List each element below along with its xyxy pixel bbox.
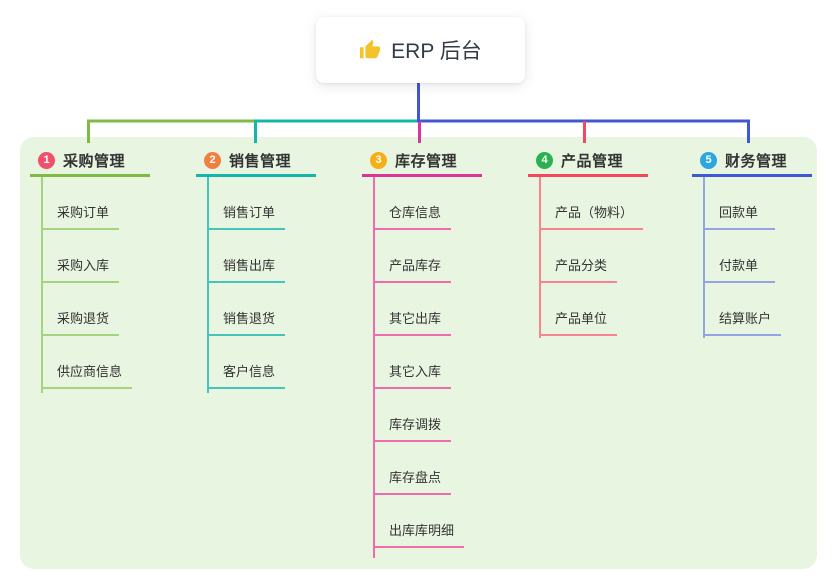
child-node[interactable]: 销售退货 bbox=[207, 283, 286, 336]
branch-title-node[interactable]: 2 销售管理 bbox=[196, 146, 316, 177]
branch-children: 仓库信息产品库存其它出库其它入库库存调拨库存盘点出库库明细 bbox=[362, 177, 492, 558]
child-node[interactable]: 销售出库 bbox=[207, 230, 286, 283]
branch-number-badge: 5 bbox=[700, 151, 717, 169]
child-node[interactable]: 采购入库 bbox=[41, 230, 120, 283]
thumbs-up-icon bbox=[359, 39, 381, 61]
child-node[interactable]: 结算账户 bbox=[703, 283, 782, 336]
child-node[interactable]: 回款单 bbox=[703, 177, 775, 230]
branch-title-node[interactable]: 5 财务管理 bbox=[692, 146, 812, 177]
branch: 3 库存管理 仓库信息产品库存其它出库其它入库库存调拨库存盘点出库库明细 bbox=[362, 146, 492, 558]
children-spine-line bbox=[703, 177, 705, 338]
child-node[interactable]: 采购退货 bbox=[41, 283, 120, 336]
root-node[interactable]: ERP 后台 bbox=[316, 17, 525, 83]
child-node[interactable]: 仓库信息 bbox=[373, 177, 452, 230]
children-spine-line bbox=[41, 177, 43, 393]
branch-children: 回款单付款单结算账户 bbox=[692, 177, 822, 338]
child-node[interactable]: 产品分类 bbox=[539, 230, 618, 283]
branch-children: 产品（物料）产品分类产品单位 bbox=[528, 177, 658, 338]
children-spine-line bbox=[373, 177, 375, 558]
child-node[interactable]: 客户信息 bbox=[207, 336, 286, 389]
child-node[interactable]: 出库库明细 bbox=[373, 495, 465, 548]
child-node[interactable]: 付款单 bbox=[703, 230, 775, 283]
branch-number-badge: 3 bbox=[370, 151, 387, 169]
branch-title-label: 销售管理 bbox=[229, 152, 292, 170]
branch: 1 采购管理 采购订单采购入库采购退货供应商信息 bbox=[30, 146, 160, 393]
child-node[interactable]: 销售订单 bbox=[207, 177, 286, 230]
branch-title-label: 财务管理 bbox=[725, 152, 788, 170]
child-node[interactable]: 其它出库 bbox=[373, 283, 452, 336]
branch-number-badge: 1 bbox=[38, 151, 55, 169]
branch-number-badge: 4 bbox=[536, 151, 553, 169]
branch-title-label: 采购管理 bbox=[63, 152, 126, 170]
child-node[interactable]: 供应商信息 bbox=[41, 336, 133, 389]
branch: 4 产品管理 产品（物料）产品分类产品单位 bbox=[528, 146, 658, 338]
branch-title-node[interactable]: 4 产品管理 bbox=[528, 146, 648, 177]
child-node[interactable]: 其它入库 bbox=[373, 336, 452, 389]
branch-title-label: 库存管理 bbox=[395, 152, 458, 170]
child-node[interactable]: 库存调拨 bbox=[373, 389, 452, 442]
child-node[interactable]: 产品库存 bbox=[373, 230, 452, 283]
child-node[interactable]: 库存盘点 bbox=[373, 442, 452, 495]
children-spine-line bbox=[539, 177, 541, 338]
children-spine-line bbox=[207, 177, 209, 393]
root-node-label: ERP 后台 bbox=[391, 40, 482, 63]
child-node[interactable]: 产品（物料） bbox=[539, 177, 644, 230]
branch: 5 财务管理 回款单付款单结算账户 bbox=[692, 146, 822, 338]
child-node[interactable]: 产品单位 bbox=[539, 283, 618, 336]
branch-title-label: 产品管理 bbox=[561, 152, 624, 170]
branch-children: 采购订单采购入库采购退货供应商信息 bbox=[30, 177, 160, 393]
branch-title-node[interactable]: 3 库存管理 bbox=[362, 146, 482, 177]
branch-children: 销售订单销售出库销售退货客户信息 bbox=[196, 177, 326, 393]
child-node[interactable]: 采购订单 bbox=[41, 177, 120, 230]
branch-number-badge: 2 bbox=[204, 151, 221, 169]
branch: 2 销售管理 销售订单销售出库销售退货客户信息 bbox=[196, 146, 326, 393]
branch-area-background bbox=[20, 137, 817, 569]
branch-title-node[interactable]: 1 采购管理 bbox=[30, 146, 150, 177]
